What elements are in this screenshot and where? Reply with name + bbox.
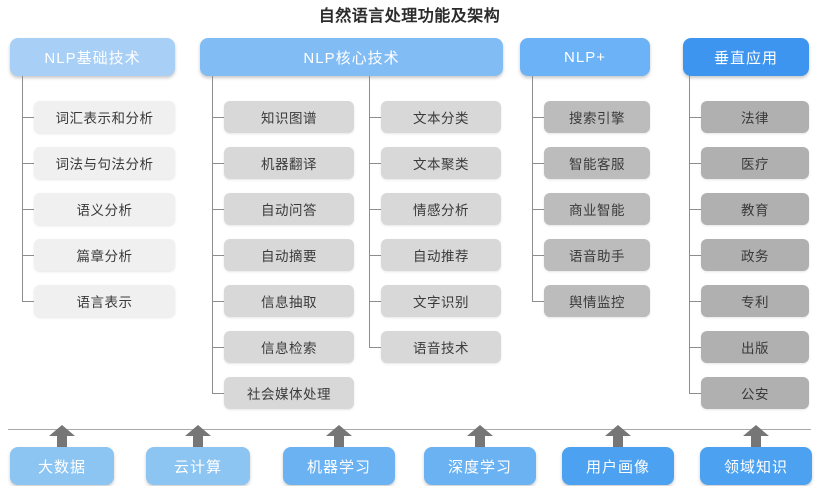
arrow-head: [326, 425, 352, 436]
item-box[interactable]: 篇章分析: [34, 239, 175, 271]
connector-stub: [689, 209, 701, 210]
arrow-head: [743, 425, 769, 436]
item-box[interactable]: 政务: [701, 239, 809, 271]
item-box[interactable]: 语言表示: [34, 285, 175, 317]
connector-stub: [212, 117, 224, 118]
item-box[interactable]: 法律: [701, 101, 809, 133]
item-box[interactable]: 舆情监控: [544, 285, 650, 317]
connector-stub: [532, 255, 544, 256]
column-header-nlp-basic[interactable]: NLP基础技术: [10, 38, 175, 76]
item-box[interactable]: 情感分析: [381, 193, 501, 225]
connector-trunk-nlp-basic-0: [22, 76, 23, 301]
up-arrow-icon: [605, 425, 631, 447]
foundation-box[interactable]: 深度学习: [424, 447, 536, 485]
item-box[interactable]: 商业智能: [544, 193, 650, 225]
connector-stub: [689, 163, 701, 164]
arrow-head: [605, 425, 631, 436]
connector-stub: [689, 393, 701, 394]
item-box[interactable]: 语义分析: [34, 193, 175, 225]
connector-stub: [369, 347, 381, 348]
connector-stub: [369, 209, 381, 210]
connector-trunk-nlp-plus-0: [532, 76, 533, 301]
connector-trunk-nlp-core-1: [369, 76, 370, 347]
column-header-vertical-apps[interactable]: 垂直应用: [683, 38, 809, 76]
arrow-shaft: [613, 434, 623, 447]
item-box[interactable]: 自动摘要: [224, 239, 354, 271]
arrow-shaft: [751, 434, 761, 447]
connector-stub: [532, 301, 544, 302]
connector-stub: [22, 209, 34, 210]
connector-stub: [212, 163, 224, 164]
connector-stub: [212, 301, 224, 302]
arrow-head: [49, 425, 75, 436]
connector-stub: [532, 117, 544, 118]
up-arrow-icon: [49, 425, 75, 447]
item-box[interactable]: 自动推荐: [381, 239, 501, 271]
item-box[interactable]: 医疗: [701, 147, 809, 179]
item-box[interactable]: 词法与句法分析: [34, 147, 175, 179]
connector-stub: [369, 163, 381, 164]
connector-stub: [22, 163, 34, 164]
connector-stub: [532, 209, 544, 210]
foundation-box[interactable]: 机器学习: [283, 447, 395, 485]
connector-stub: [22, 255, 34, 256]
item-box[interactable]: 社会媒体处理: [224, 377, 354, 409]
item-box[interactable]: 文字识别: [381, 285, 501, 317]
connector-stub: [689, 117, 701, 118]
column-header-nlp-core[interactable]: NLP核心技术: [200, 38, 503, 76]
connector-stub: [212, 393, 224, 394]
connector-stub: [369, 117, 381, 118]
item-box[interactable]: 信息检索: [224, 331, 354, 363]
arrow-shaft: [334, 434, 344, 447]
item-box[interactable]: 专利: [701, 285, 809, 317]
up-arrow-icon: [326, 425, 352, 447]
arrow-shaft: [57, 434, 67, 447]
connector-stub: [369, 255, 381, 256]
arrow-head: [185, 425, 211, 436]
item-box[interactable]: 词汇表示和分析: [34, 101, 175, 133]
column-header-nlp-plus[interactable]: NLP+: [520, 38, 650, 76]
connector-stub: [689, 347, 701, 348]
item-box[interactable]: 自动问答: [224, 193, 354, 225]
connector-stub: [212, 347, 224, 348]
connector-stub: [212, 209, 224, 210]
foundation-box[interactable]: 大数据: [10, 447, 114, 485]
arrow-head: [467, 425, 493, 436]
foundation-box[interactable]: 用户画像: [562, 447, 674, 485]
item-box[interactable]: 信息抽取: [224, 285, 354, 317]
page-title: 自然语言处理功能及架构: [318, 8, 501, 25]
item-box[interactable]: 文本分类: [381, 101, 501, 133]
foundation-box[interactable]: 云计算: [146, 447, 250, 485]
connector-stub: [689, 301, 701, 302]
item-box[interactable]: 搜索引擎: [544, 101, 650, 133]
up-arrow-icon: [467, 425, 493, 447]
item-box[interactable]: 知识图谱: [224, 101, 354, 133]
item-box[interactable]: 文本聚类: [381, 147, 501, 179]
connector-stub: [212, 255, 224, 256]
up-arrow-icon: [743, 425, 769, 447]
connector-stub: [532, 163, 544, 164]
connector-stub: [22, 117, 34, 118]
item-box[interactable]: 公安: [701, 377, 809, 409]
arrow-shaft: [475, 434, 485, 447]
connector-trunk-nlp-core-0: [212, 76, 213, 393]
foundation-divider: [8, 429, 811, 430]
connector-trunk-vertical-apps-0: [689, 76, 690, 393]
connector-stub: [22, 301, 34, 302]
item-box[interactable]: 语音助手: [544, 239, 650, 271]
connector-stub: [369, 301, 381, 302]
item-box[interactable]: 教育: [701, 193, 809, 225]
connector-stub: [689, 255, 701, 256]
item-box[interactable]: 智能客服: [544, 147, 650, 179]
arrow-shaft: [193, 434, 203, 447]
foundation-box[interactable]: 领域知识: [700, 447, 812, 485]
item-box[interactable]: 出版: [701, 331, 809, 363]
item-box[interactable]: 机器翻译: [224, 147, 354, 179]
item-box[interactable]: 语音技术: [381, 331, 501, 363]
up-arrow-icon: [185, 425, 211, 447]
